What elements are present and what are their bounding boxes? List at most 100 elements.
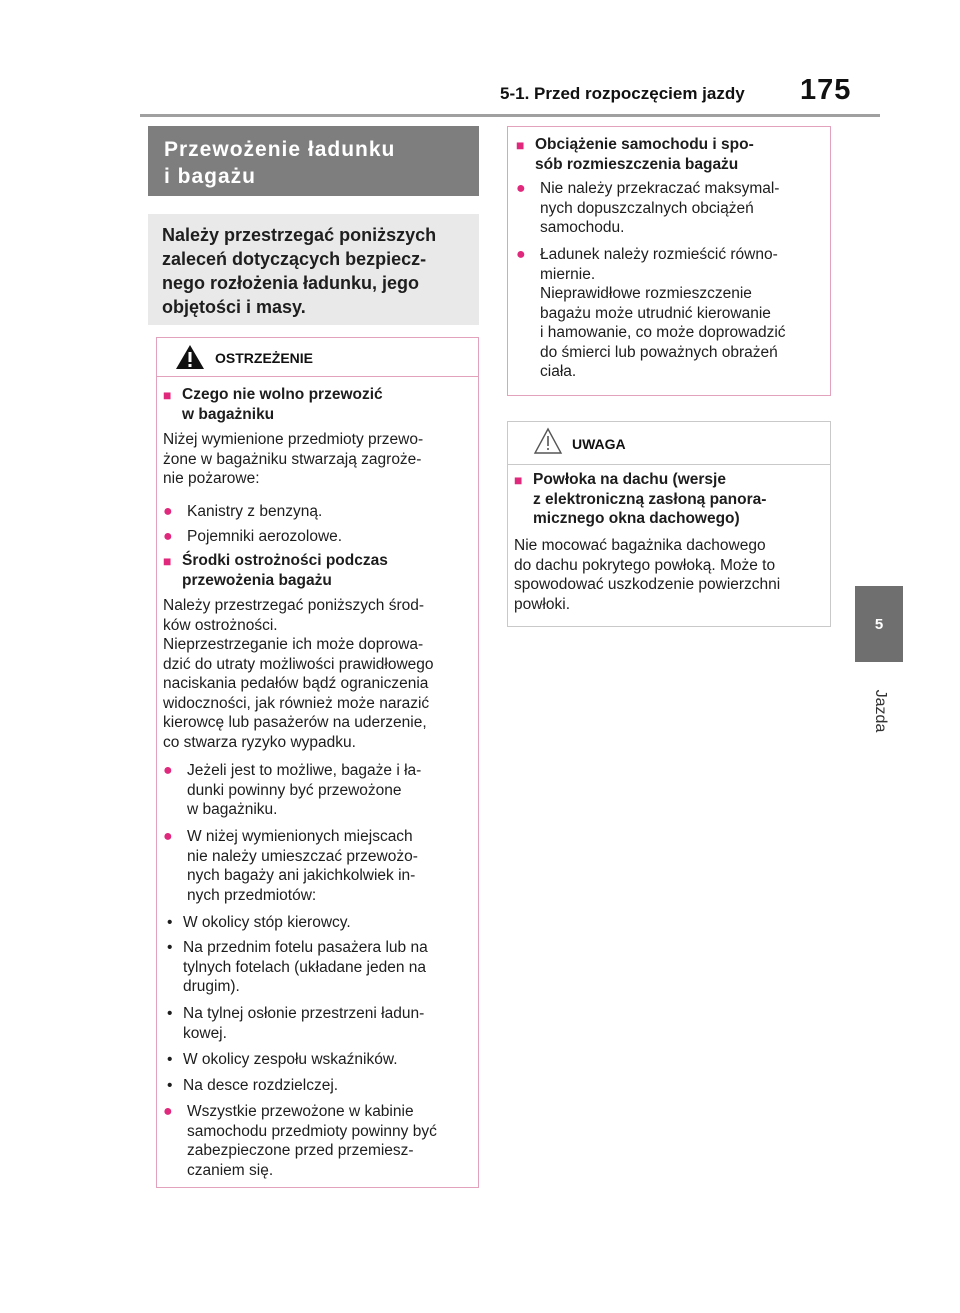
chapter-number: 5	[874, 615, 884, 633]
intro-line: Należy przestrzegać poniższych	[162, 225, 437, 245]
sub-list-item: • Na desce rozdzielczej.	[157, 1076, 338, 1096]
section-heading-block: Przewożenie ładunku i bagażu	[148, 126, 479, 196]
square-marker-icon: ■	[163, 387, 172, 403]
text-line: W okolicy stóp kierowcy.	[183, 914, 351, 931]
intro-line: zaleceń dotyczących bezpiecz-	[162, 249, 427, 269]
notice-heading: ■ Powłoka na dachu (wersje z elektronicz…	[514, 470, 766, 529]
heading-line: Środki ostrożności podczas	[182, 552, 388, 569]
warning-heading-1: ■ Czego nie wolno przewozić w bagażniku	[163, 385, 383, 424]
list-item: ● W niżej wymienionych miejscach nie nal…	[163, 827, 418, 905]
load-distribution-box: ■ Obciążenie samochodu i spo- sób rozmie…	[507, 126, 831, 396]
heading-line: w bagażniku	[182, 405, 275, 423]
load-heading: ■ Obciążenie samochodu i spo- sób rozmie…	[516, 135, 754, 174]
text-line: Na przednim fotelu pasażera lub na	[183, 939, 428, 956]
text-line: kierowcę lub pasażerów na uderzenie,	[163, 714, 427, 731]
text-line: tylnych fotelach (układane jeden na	[183, 958, 426, 976]
text-line: nie pożarowe:	[163, 470, 260, 487]
dot-bullet-icon: ●	[163, 1103, 173, 1120]
list-item: ● Kanistry z benzyną.	[163, 502, 322, 522]
sub-list-item: • Na przednim fotelu pasażera lub na tyl…	[157, 938, 428, 997]
text-line: samochodu przedmioty powinny być	[187, 1122, 437, 1140]
dot-bullet-icon: ●	[163, 828, 173, 845]
sub-list-item: • W okolicy zespołu wskaźników.	[157, 1050, 398, 1070]
dot-bullet-icon: ●	[516, 180, 526, 197]
chapter-label-container: Jazda	[864, 676, 896, 746]
warning-heading-2: ■ Środki ostrożności podczas przewożenia…	[163, 551, 388, 590]
sub-bullet-icon: •	[167, 1077, 173, 1094]
text-line: żone w bagażniku stwarzają zagroże-	[163, 450, 422, 468]
section-title: 5-1. Przed rozpoczęciem jazdy	[500, 84, 745, 103]
sub-list-item: • W okolicy stóp kierowcy.	[157, 913, 351, 933]
intro-line: objętości i masy.	[162, 297, 306, 317]
text-line: Nieprawidłowe rozmieszczenie	[540, 285, 752, 302]
warning-label: OSTRZEŻENIE	[215, 350, 314, 366]
list-item: ● Pojemniki aerozolowe.	[163, 527, 342, 547]
heading-line: micznego okna dachowego)	[533, 510, 740, 527]
sub-bullet-icon: •	[167, 1051, 173, 1068]
intro-block: Należy przestrzegać poniższych zaleceń d…	[148, 214, 479, 325]
text-line: naciskania pedałów bądź ograniczenia	[163, 675, 429, 692]
sub-bullet-icon: •	[167, 1005, 173, 1022]
text-line: bagażu może utrudnić kierowanie	[540, 304, 771, 322]
text-line: kowej.	[183, 1024, 227, 1042]
square-marker-icon: ■	[163, 553, 172, 569]
text-line: czaniem się.	[187, 1161, 274, 1179]
heading-line: Powłoka na dachu (wersje	[533, 471, 726, 488]
text-line: drugim).	[183, 978, 240, 995]
text-line: dunki powinny być przewożone	[187, 781, 402, 799]
chapter-tab[interactable]: 5	[855, 586, 903, 662]
heading-line: sób rozmieszczenia bagażu	[535, 155, 739, 173]
text-line: spowodować uszkodzenie powierzchni	[514, 576, 781, 593]
dot-bullet-icon: ●	[516, 246, 526, 263]
text-line: nych przedmiotów:	[187, 886, 317, 904]
list-item: ● Nie należy przekraczać maksymal- nych …	[516, 179, 779, 238]
text-line: do śmierci lub poważnych obrażeń	[540, 343, 778, 361]
intro-text: Należy przestrzegać poniższych zaleceń d…	[162, 223, 436, 319]
list-item: ● Wszystkie przewożone w kabinie samocho…	[163, 1102, 437, 1180]
text-line: Na tylnej osłonie przestrzeni ładun-	[183, 1005, 425, 1022]
warning-triangle-icon	[176, 345, 204, 369]
sub-list-item: • Na tylnej osłonie przestrzeni ładun- k…	[157, 1004, 424, 1043]
text-line: Nie mocować bagażnika dachowego	[514, 537, 766, 554]
dot-bullet-icon: ●	[163, 503, 173, 520]
square-marker-icon: ■	[516, 137, 525, 153]
heading-line: Przewożenie ładunku	[164, 138, 396, 161]
section-heading: Przewożenie ładunku i bagażu	[164, 136, 395, 190]
dot-bullet-icon: ●	[163, 528, 173, 545]
text-line: i hamowanie, co może doprowadzić	[540, 324, 786, 341]
list-item: ● Ładunek należy rozmieścić równo- miern…	[516, 245, 786, 382]
text-line: powłoki.	[514, 595, 570, 613]
text-line: widoczności, jak również może narazić	[163, 694, 430, 712]
page-number: 175	[800, 74, 852, 106]
text-line: do dachu pokrytego powłoką. Może to	[514, 556, 776, 574]
warning-box: OSTRZEŻENIE ■ Czego nie wolno przewozić …	[156, 337, 479, 1188]
text-line: co stwarza ryzyko wypadku.	[163, 733, 356, 751]
text-line: w bagażniku.	[187, 801, 278, 818]
text-line: nie należy umieszczać przewożo-	[187, 847, 418, 865]
sub-bullet-icon: •	[167, 939, 173, 956]
text-line: Nie należy przekraczać maksymal-	[540, 180, 780, 197]
warning-header: OSTRZEŻENIE	[157, 338, 478, 377]
notice-triangle-icon	[533, 427, 563, 454]
notice-paragraph: Nie mocować bagażnika dachowego do dachu…	[514, 536, 780, 614]
text-line: Na desce rozdzielczej.	[183, 1077, 339, 1094]
text-line: dzić do utraty możliwości prawidłowego	[163, 655, 434, 673]
warning-paragraph-1: Niżej wymienione przedmioty przewo- żone…	[163, 430, 423, 489]
text-line: W niżej wymienionych miejscach	[187, 828, 413, 845]
sub-bullet-icon: •	[167, 914, 173, 931]
heading-line: Czego nie wolno przewozić	[182, 386, 383, 403]
text-line: samochodu.	[540, 219, 625, 236]
warning-paragraph-2: Należy przestrzegać poniższych środ- ków…	[163, 596, 434, 752]
header-rule	[140, 114, 880, 117]
text-line: nych dopuszczalnych obciążeń	[540, 199, 754, 217]
notice-box: UWAGA ■ Powłoka na dachu (wersje z elekt…	[507, 421, 831, 627]
notice-header: UWAGA	[508, 422, 830, 465]
text-line: Kanistry z benzyną.	[187, 503, 323, 520]
intro-line: nego rozłożenia ładunku, jego	[162, 273, 420, 293]
text-line: nych bagaży ani jakichkolwiek in-	[187, 867, 416, 884]
dot-bullet-icon: ●	[163, 762, 173, 779]
text-line: miernie.	[540, 265, 596, 283]
text-line: Pojemniki aerozolowe.	[187, 528, 343, 545]
text-line: zabezpieczone przed przemiesz-	[187, 1142, 414, 1159]
text-line: Wszystkie przewożone w kabinie	[187, 1103, 414, 1120]
